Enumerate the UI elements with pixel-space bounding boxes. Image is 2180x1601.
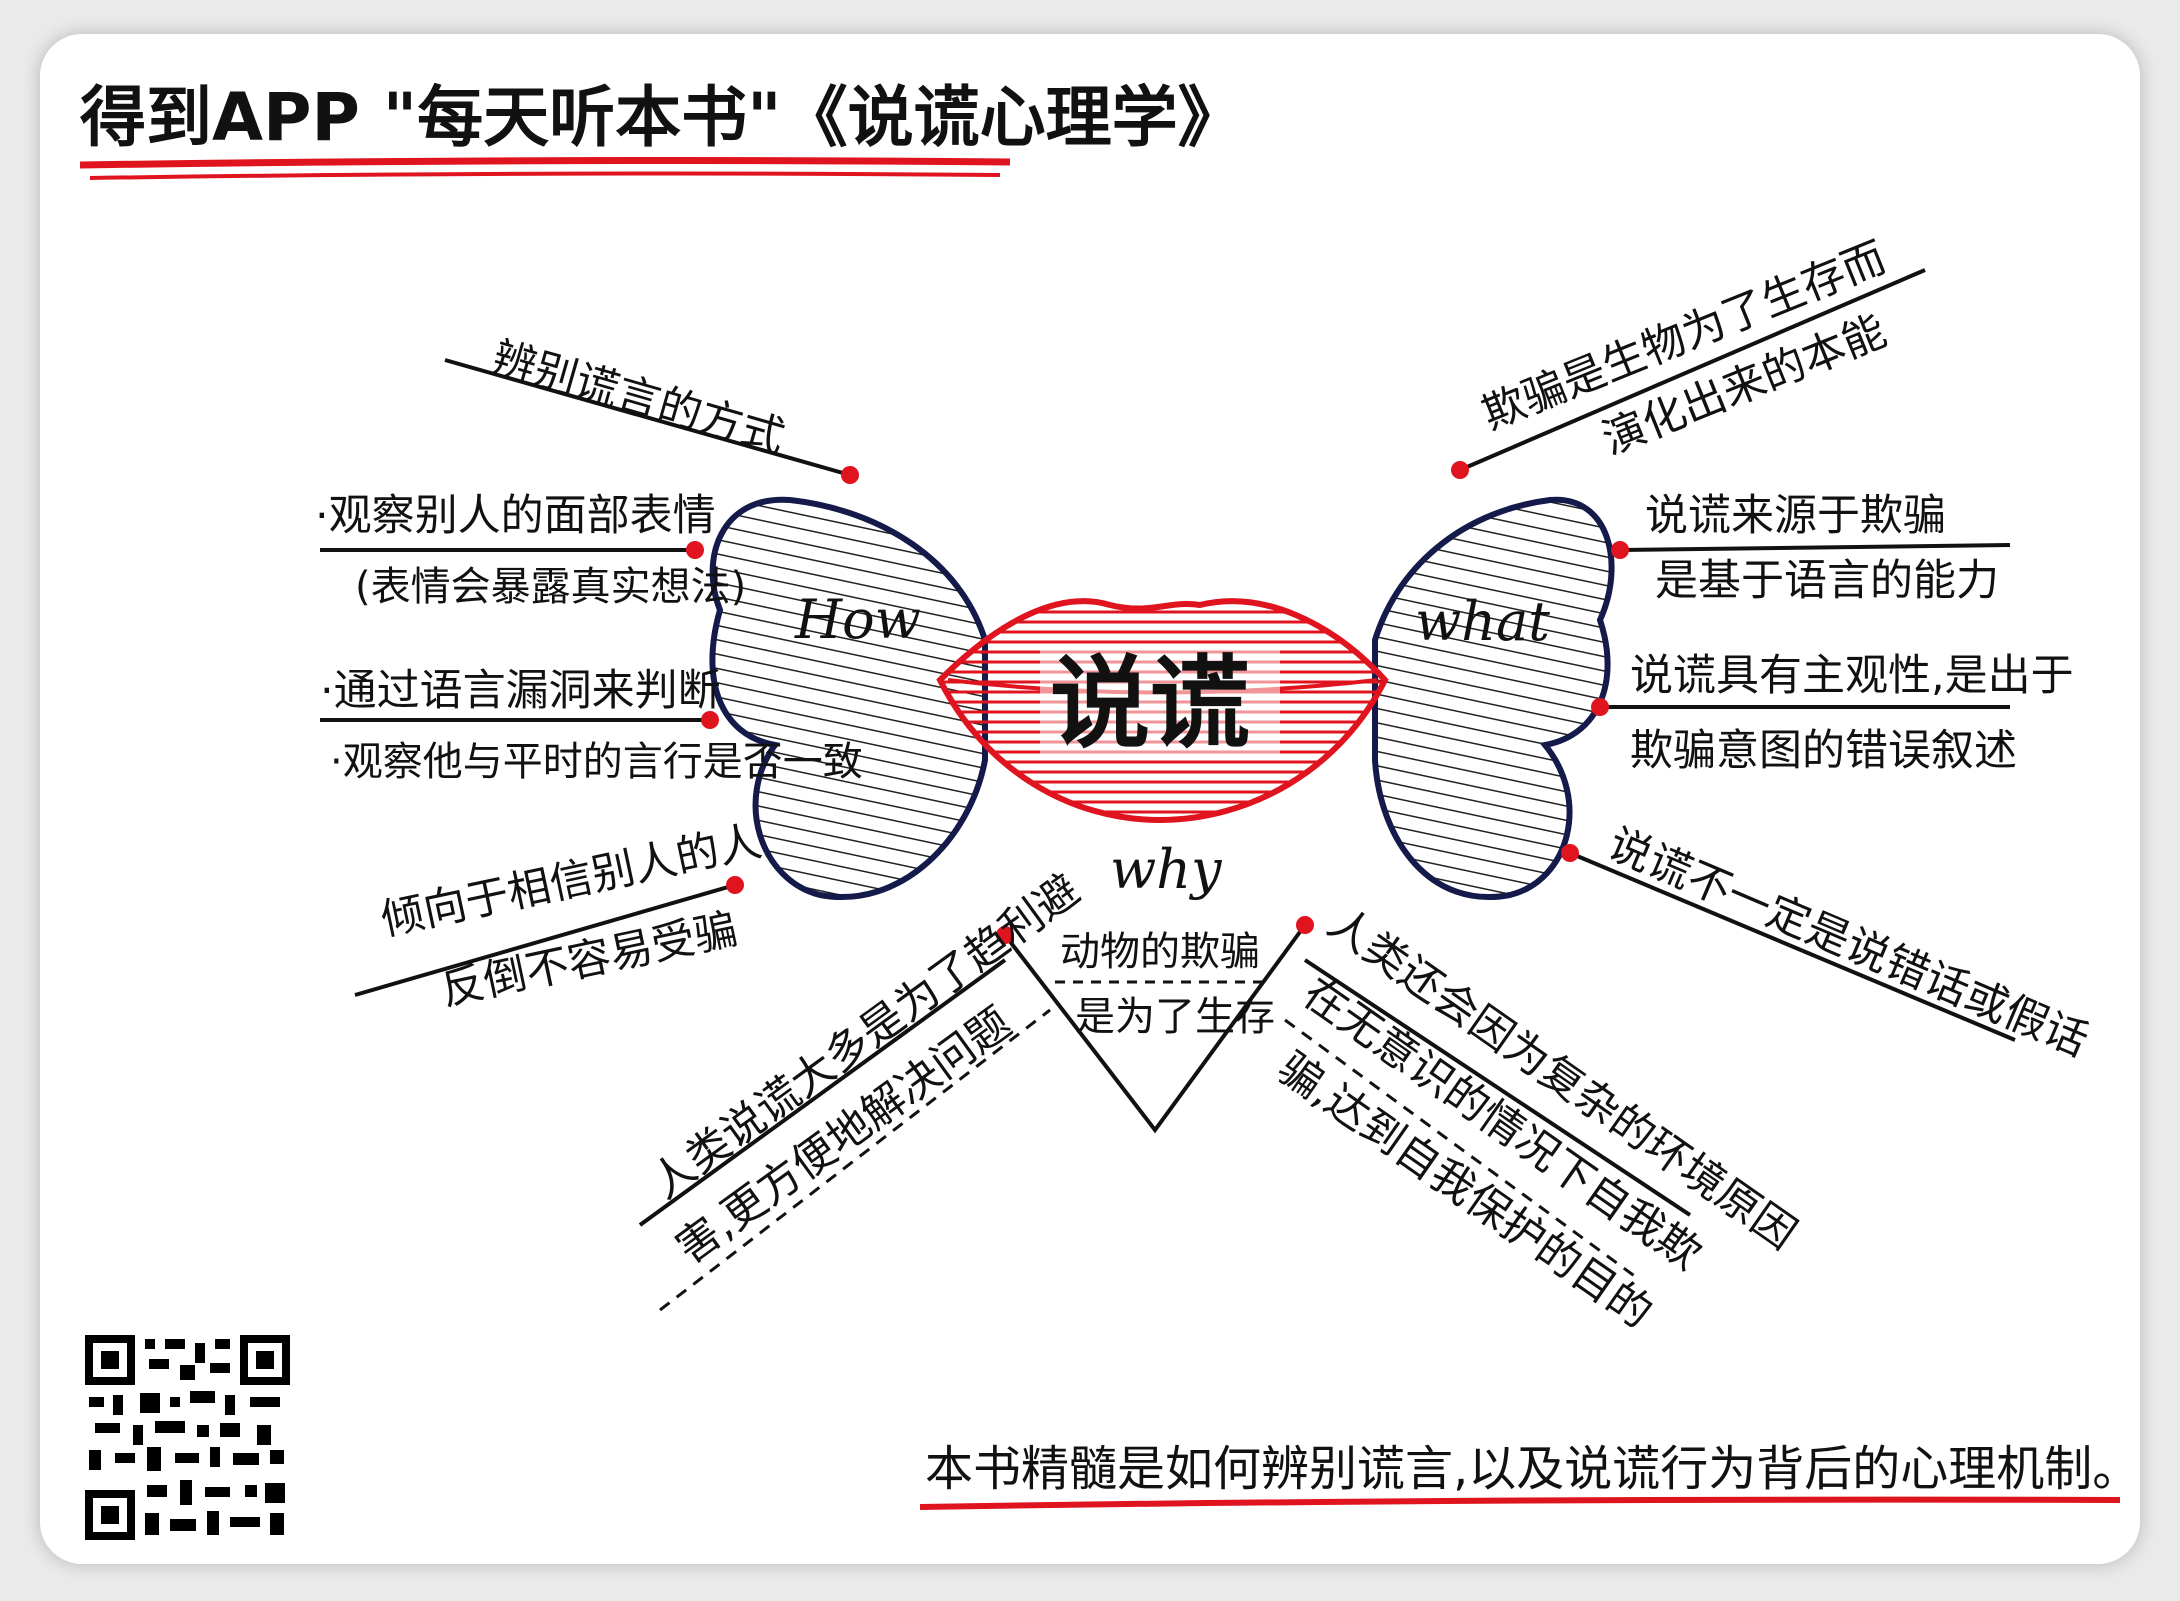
why-self-dash — [1284, 1018, 1641, 1282]
how-item3-dot — [726, 876, 744, 894]
how-item1-line2: (表情会暴露真实想法) — [355, 564, 746, 610]
what-item3-dot — [1591, 698, 1609, 716]
title-underline-red-2 — [89, 171, 1001, 180]
what-item3-line2: 欺骗意图的错误叙述 — [1630, 726, 2017, 776]
how-item2-line1: ·通过语言漏洞来判断 — [320, 666, 721, 716]
how-item3-line — [354, 883, 736, 997]
how-wing — [709, 496, 988, 900]
what-item2-line1: 说谎来源于欺骗 — [1645, 491, 1946, 541]
how-item1-line1: ·观察别人的面部表情 — [315, 491, 716, 541]
title-underline-red — [79, 157, 1011, 169]
why-self-line — [1303, 958, 1692, 1217]
why-wing-label: why — [1110, 838, 1223, 901]
why-self-line1: 人类还会因为复杂的环境原因 — [1319, 898, 1806, 1260]
how-item1-dot — [686, 541, 704, 559]
what-item3-line1: 说谎具有主观性,是出于 — [1630, 651, 2074, 701]
what-item2-line2: 是基于语言的能力 — [1655, 556, 1999, 606]
why-animal-line2: 是为了生存 — [1075, 994, 1275, 1040]
how-wing-label: How — [794, 588, 921, 651]
what-item2-line — [1619, 543, 2011, 552]
how-heading-line — [444, 358, 851, 477]
page-title: 得到APP "每天听本书"《说谎心理学》 — [80, 79, 1244, 156]
why-human-dash — [659, 1008, 1051, 1312]
center-label-backdrop — [1040, 650, 1280, 760]
why-left-dot — [996, 926, 1014, 944]
summary-text: 本书精髓是如何辨别谎言,以及说谎行为背后的心理机制。 — [925, 1441, 2140, 1497]
how-item2-dot — [701, 711, 719, 729]
what-item2-dot — [1611, 541, 1629, 559]
why-right-dot — [1296, 916, 1314, 934]
what-item4-text: 说谎不一定是说错话或假话 — [1601, 819, 2096, 1067]
what-wing-label: what — [1415, 590, 1550, 653]
why-v-line — [1003, 923, 1307, 1134]
qr-code — [85, 1335, 290, 1540]
what-wing — [1372, 496, 1615, 900]
why-human-line — [638, 958, 1007, 1227]
how-item2-line2: ·观察他与平时的言行是否一致 — [330, 739, 863, 785]
what-item4-dot — [1561, 844, 1579, 862]
how-heading-dot — [841, 466, 859, 484]
how-heading-text: 辨别谎言的方式 — [487, 333, 790, 464]
what-item4-line — [1569, 851, 2016, 1042]
summary-underline-red — [919, 1496, 2121, 1510]
why-animal-line1: 动物的欺骗 — [1060, 929, 1260, 975]
what-item1-line — [1459, 268, 1926, 472]
what-item1-dot — [1451, 461, 1469, 479]
center-label: 说谎 — [1050, 645, 1250, 762]
